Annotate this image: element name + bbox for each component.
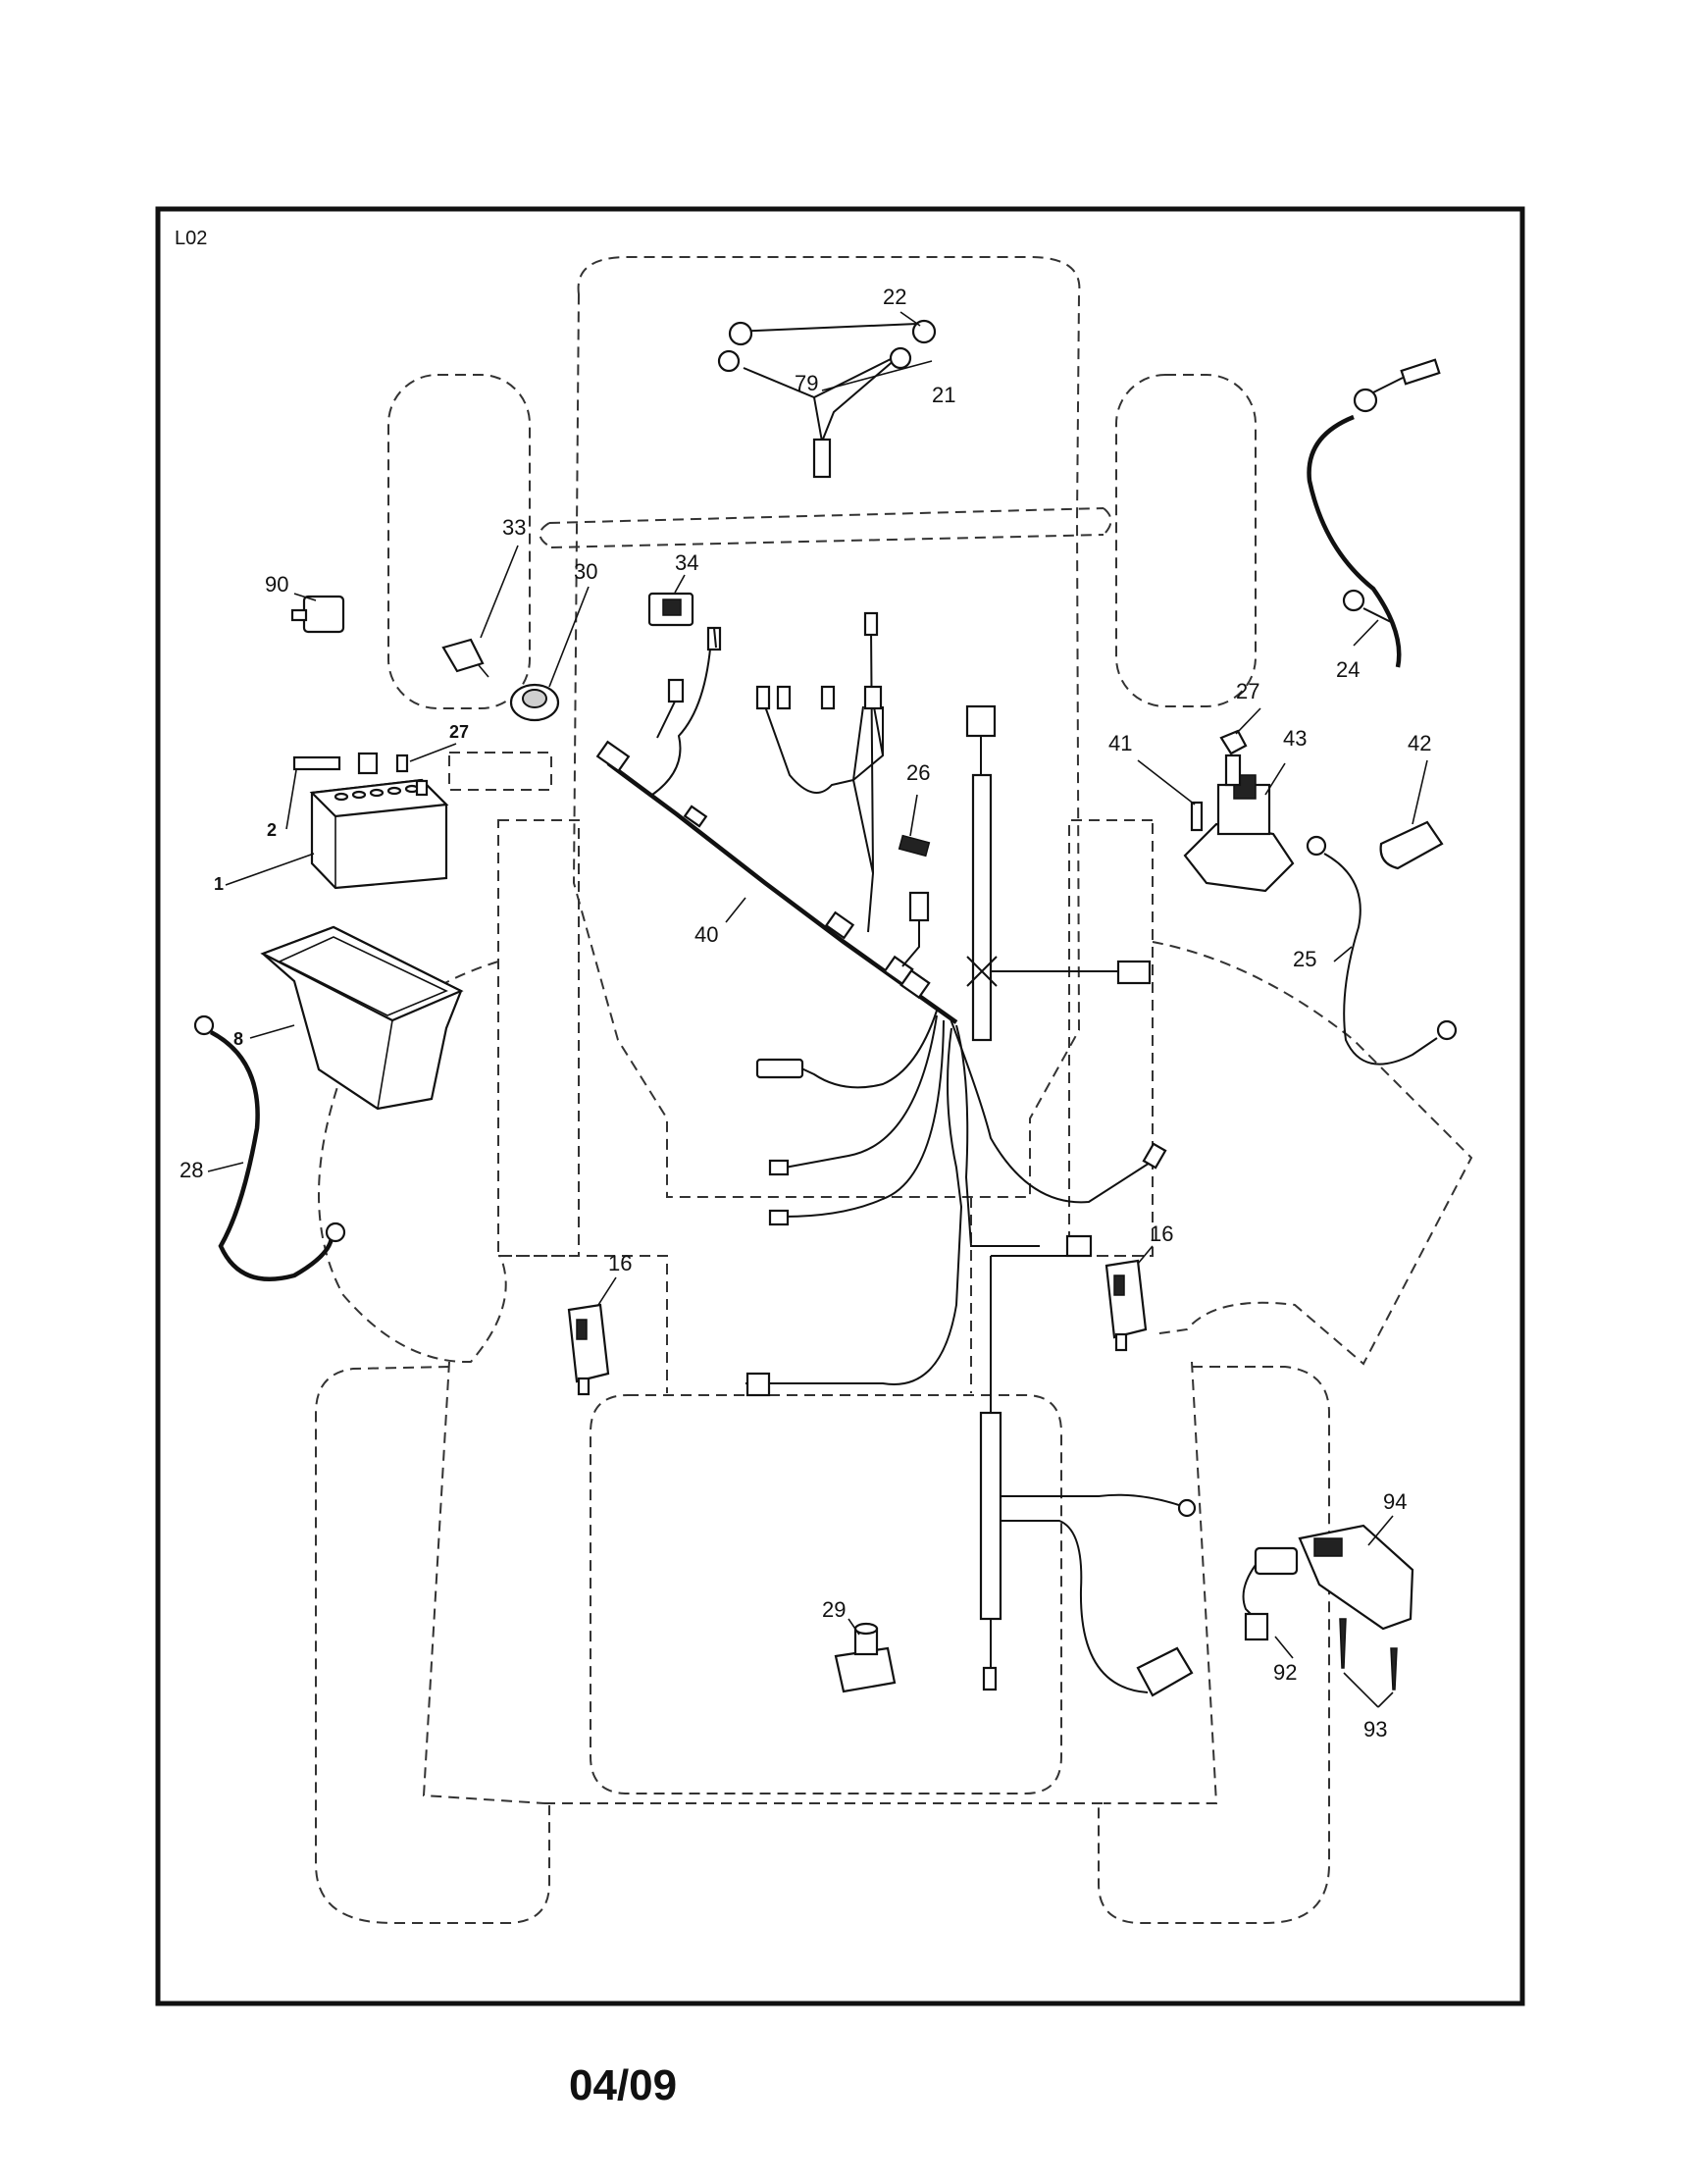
vertical-harness bbox=[965, 704, 1197, 1697]
interlock-switch-left bbox=[567, 1276, 617, 1396]
callout-27b: 27 bbox=[1236, 679, 1259, 703]
headlight-right-socket bbox=[889, 346, 912, 370]
callout-16b: 16 bbox=[1150, 1222, 1173, 1246]
callout-27a: 27 bbox=[449, 722, 469, 742]
callout-2: 2 bbox=[267, 820, 277, 840]
callout-22: 22 bbox=[883, 285, 906, 309]
screws-93 bbox=[1339, 1618, 1398, 1708]
battery-bracket-outline bbox=[448, 752, 552, 791]
callout-24: 24 bbox=[1336, 657, 1360, 682]
callout-28: 28 bbox=[180, 1158, 203, 1182]
diagram-code: L02 bbox=[175, 228, 207, 249]
harness-92 bbox=[1242, 1546, 1299, 1659]
callout-40-leader bbox=[725, 897, 746, 923]
rear-wheel-left bbox=[315, 1366, 550, 1924]
headlight-assembly bbox=[717, 311, 937, 479]
rear-deck bbox=[422, 1361, 1218, 1804]
battery-tray bbox=[249, 925, 464, 1111]
callout-26: 26 bbox=[906, 760, 930, 785]
battery-bolt bbox=[285, 743, 457, 830]
callout-34: 34 bbox=[675, 550, 698, 575]
callout-40: 40 bbox=[694, 922, 718, 947]
callout-43: 43 bbox=[1283, 726, 1307, 751]
callout-16a: 16 bbox=[608, 1251, 632, 1275]
callout-21: 21 bbox=[932, 383, 955, 407]
callout-1: 1 bbox=[214, 874, 224, 894]
solenoid bbox=[1137, 707, 1295, 893]
revision-date: 04/09 bbox=[569, 2061, 677, 2109]
terminal-boot-42 bbox=[1379, 759, 1444, 870]
pto-switch-29 bbox=[834, 1618, 897, 1693]
callout-25: 25 bbox=[1293, 947, 1316, 971]
headlight-left-socket bbox=[717, 349, 741, 373]
callout-94: 94 bbox=[1383, 1489, 1407, 1514]
callout-79: 79 bbox=[795, 371, 818, 395]
headlight-right-bulb bbox=[911, 319, 937, 344]
callout-90: 90 bbox=[265, 572, 288, 597]
front-wheel-left bbox=[387, 374, 531, 709]
ground-cable-25 bbox=[1306, 835, 1458, 1066]
module-94 bbox=[1298, 1515, 1414, 1631]
dash-crossbar bbox=[539, 507, 1112, 548]
interlock-switch-right bbox=[1104, 1245, 1154, 1352]
battery bbox=[225, 778, 449, 890]
callout-92: 92 bbox=[1273, 1660, 1297, 1685]
seat-outline bbox=[590, 1394, 1062, 1794]
main-wire-harness bbox=[595, 611, 1167, 1397]
ground-cable-28 bbox=[193, 1014, 346, 1281]
callout-42: 42 bbox=[1408, 731, 1431, 755]
diagram-frame bbox=[155, 206, 1525, 2006]
right-fender bbox=[1152, 941, 1473, 1366]
ignition-key bbox=[441, 545, 519, 678]
callout-93: 93 bbox=[1363, 1717, 1387, 1742]
callout-8: 8 bbox=[233, 1029, 243, 1049]
rear-wheel-right bbox=[1098, 1366, 1330, 1924]
battery-cable-24 bbox=[1307, 358, 1441, 668]
callout-30: 30 bbox=[574, 559, 597, 584]
callout-29: 29 bbox=[822, 1597, 846, 1622]
part-90-switch bbox=[290, 593, 345, 634]
headlight-plug bbox=[812, 438, 832, 479]
headlight-left-bulb bbox=[728, 321, 753, 346]
callout-41: 41 bbox=[1108, 731, 1132, 755]
callout-33: 33 bbox=[502, 515, 526, 540]
ignition-switch bbox=[509, 586, 590, 722]
front-wheel-right bbox=[1115, 374, 1257, 707]
hood-outline bbox=[572, 256, 1081, 1198]
headlight-switch bbox=[647, 574, 694, 627]
